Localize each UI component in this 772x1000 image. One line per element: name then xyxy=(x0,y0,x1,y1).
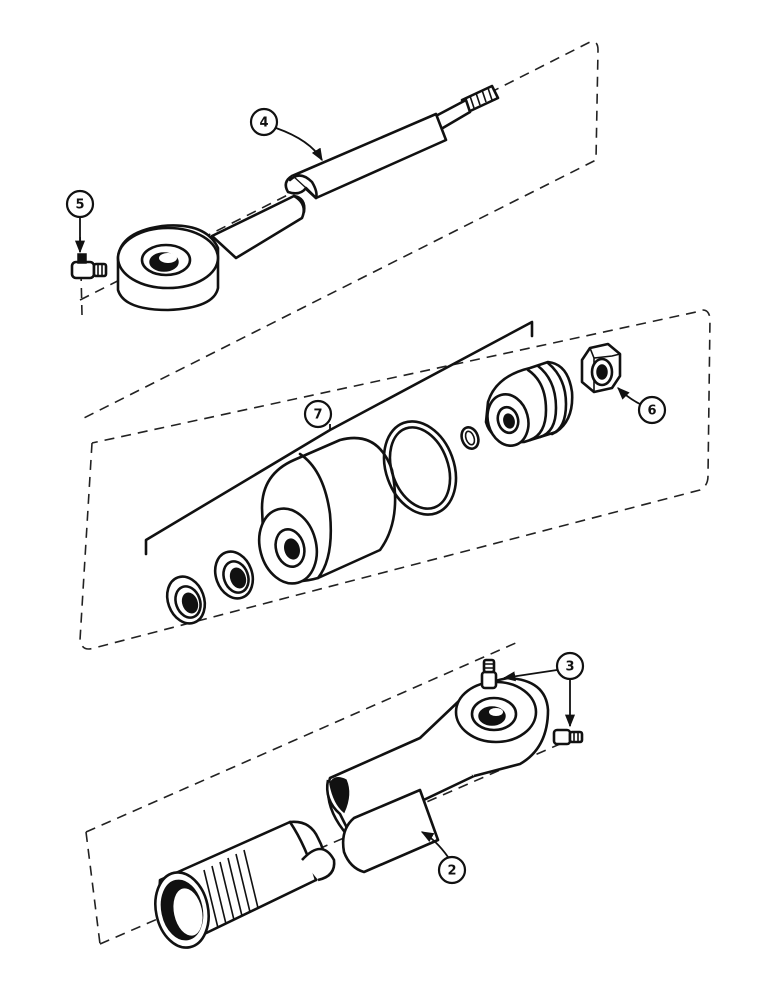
grease-fitting-top xyxy=(480,658,498,690)
callout-7: 7 xyxy=(303,399,333,429)
callout-5: 5 xyxy=(65,189,95,254)
piston xyxy=(484,360,574,447)
callout-3-label: 3 xyxy=(565,660,574,675)
cylinder-barrel xyxy=(154,676,550,949)
o-ring-small xyxy=(460,426,480,450)
callout-6: 6 xyxy=(617,387,667,425)
rod-grease-fitting xyxy=(70,253,108,280)
gland xyxy=(257,436,397,585)
callout-6-label: 6 xyxy=(647,404,656,419)
grease-fitting-side xyxy=(552,728,584,746)
piston-rod xyxy=(210,84,500,260)
callout-3: 3 xyxy=(502,651,585,728)
callout-5-label: 5 xyxy=(75,198,84,213)
barrel-group-dashed-outline xyxy=(85,641,561,945)
o-ring-large xyxy=(382,420,458,516)
piston-nut xyxy=(580,342,622,394)
callout-2-label: 2 xyxy=(447,864,456,879)
rod-eye xyxy=(116,224,220,312)
callout-7-label: 7 xyxy=(313,408,322,423)
wiper-seal xyxy=(165,575,207,625)
rod-seal xyxy=(213,550,255,600)
callout-2: 2 xyxy=(420,831,467,885)
callout-4: 4 xyxy=(249,107,323,162)
callout-4-label: 4 xyxy=(259,116,268,131)
seal-kit-dashed-outline xyxy=(79,309,711,650)
